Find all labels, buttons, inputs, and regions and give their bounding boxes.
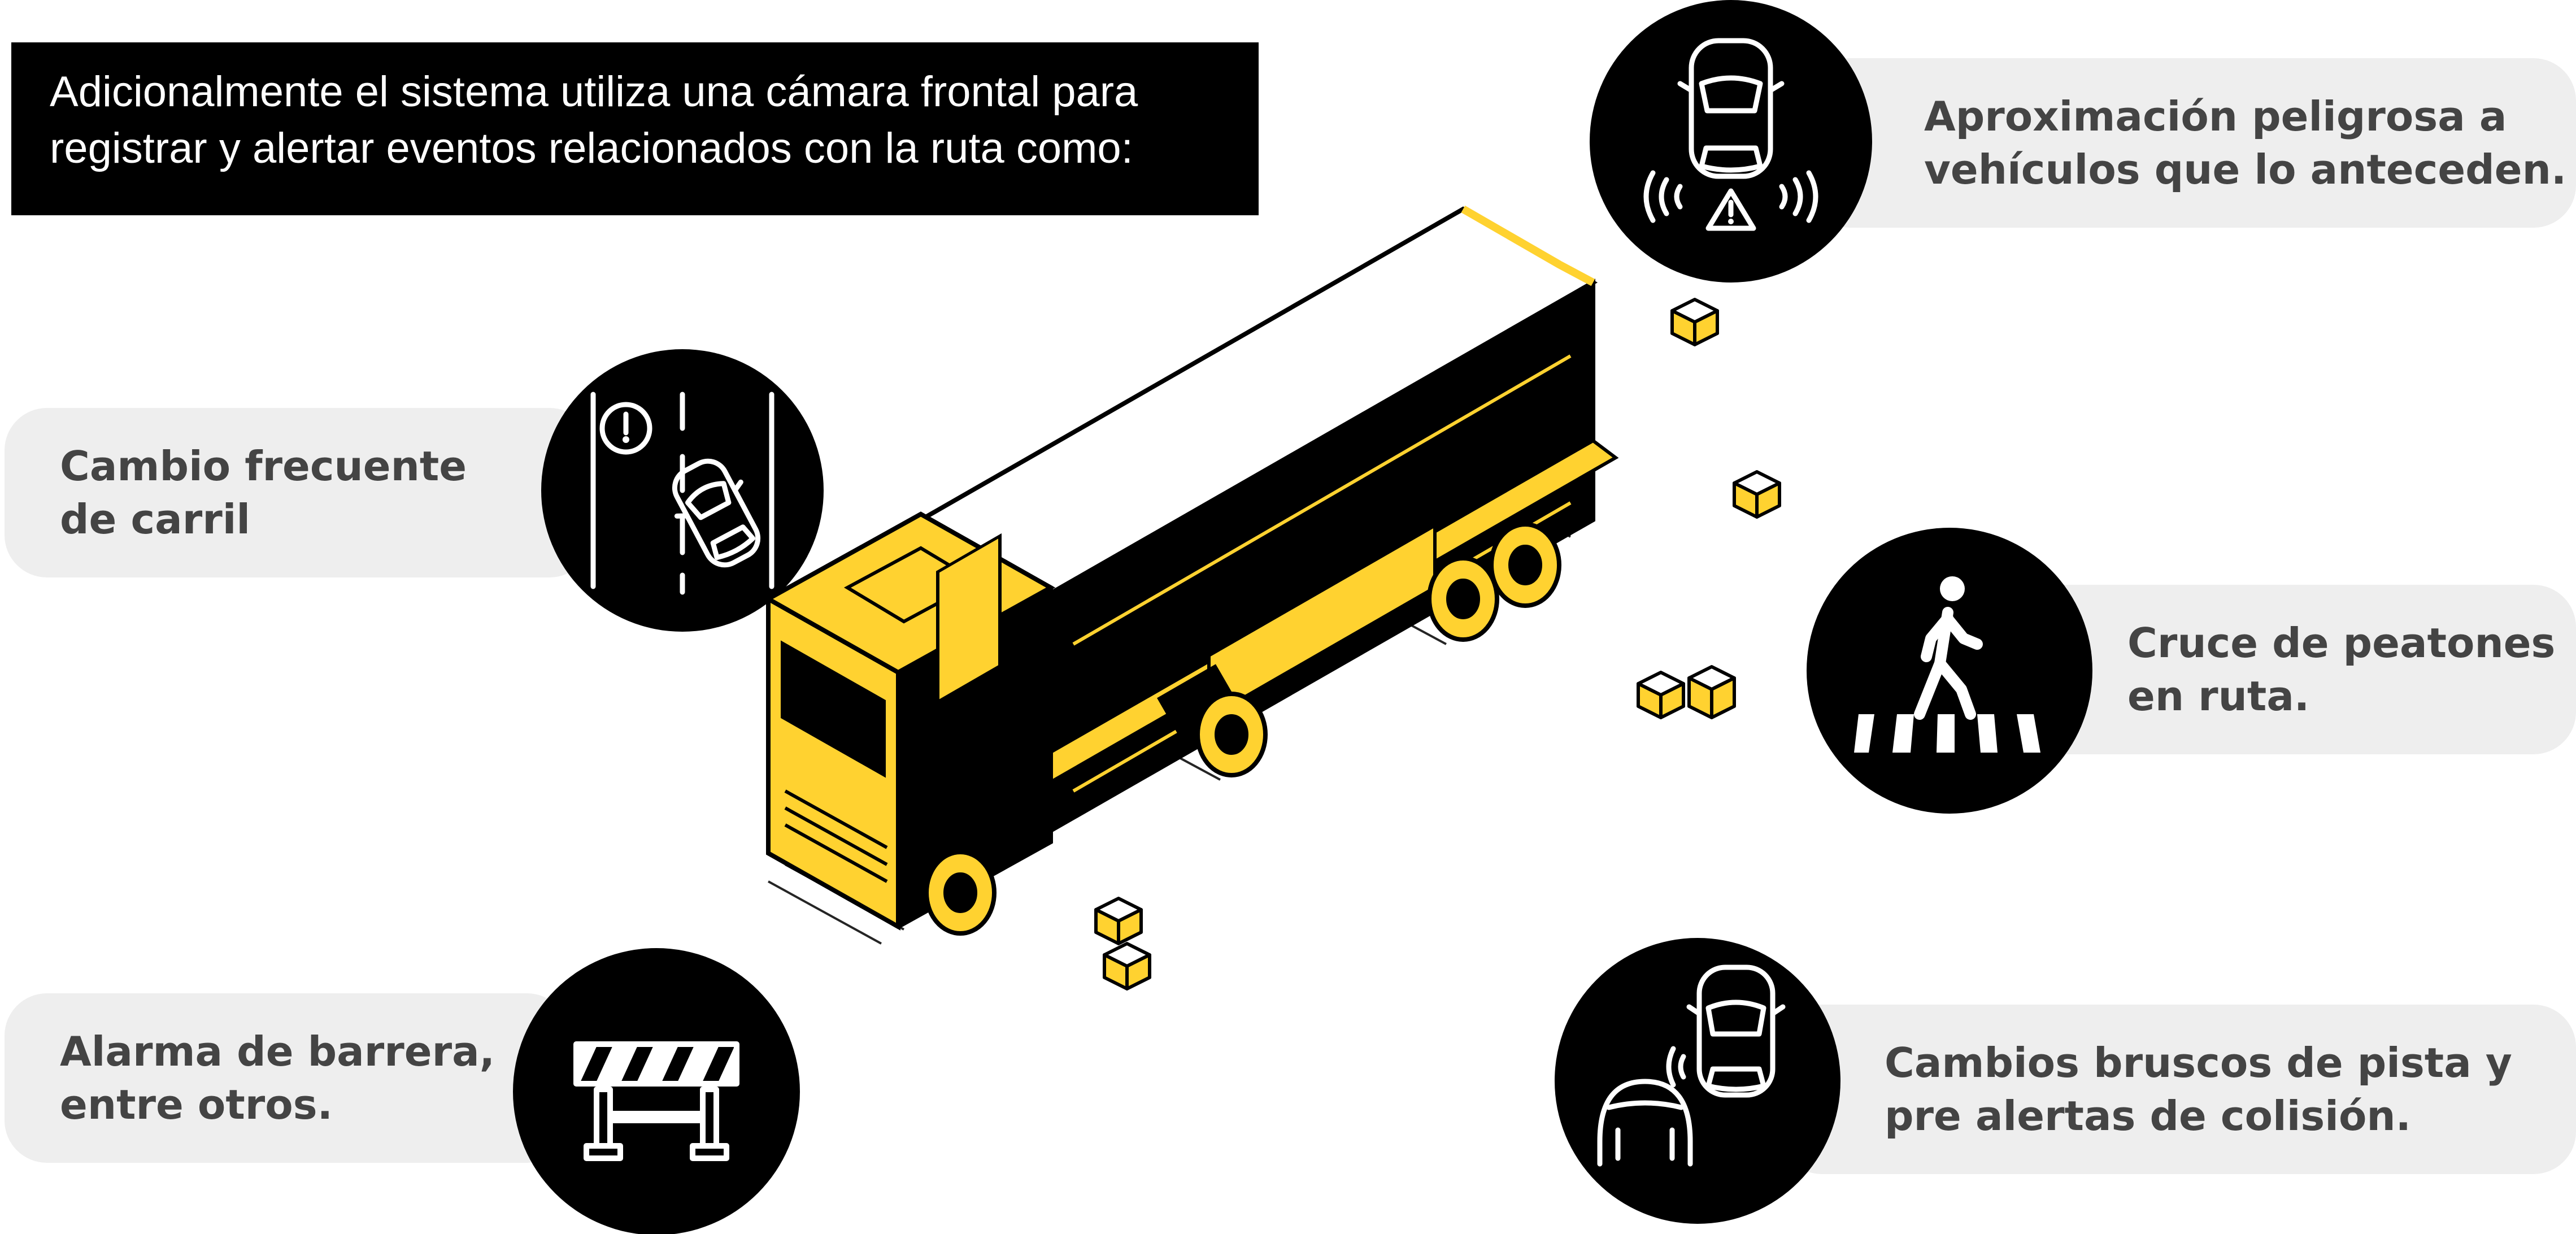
feature-lane-change: Cambio frecuente de carril	[5, 408, 592, 577]
intro-text-box: Adicionalmente el sistema utiliza una cá…	[11, 42, 1259, 215]
truck-illustration	[763, 205, 1619, 945]
collision-warning-icon	[1555, 938, 1840, 1224]
feature-pedestrian-line-2: en ruta.	[2127, 672, 2310, 720]
feature-barrier-alarm: Alarma de barrera, entre otros.	[5, 993, 569, 1163]
feature-front-line-1: Aproximación peligrosa a	[1924, 93, 2507, 140]
front-vehicle-warning-icon	[1590, 0, 1872, 283]
feature-barrier-line-2: entre otros.	[60, 1081, 333, 1128]
feature-lane-change-line-1: Cambio frecuente	[60, 442, 467, 490]
road-barrier-icon	[513, 948, 800, 1234]
feature-lane-change-line-2: de carril	[60, 496, 251, 543]
feature-pedestrian-line-1: Cruce de peatones	[2127, 619, 2556, 667]
feature-collision: Cambios bruscos de pista y pre alertas d…	[1779, 1005, 2576, 1174]
feature-collision-line-2: pre alertas de colisión.	[1885, 1092, 2412, 1140]
feature-pedestrian: Cruce de peatones en ruta.	[2000, 585, 2576, 754]
intro-line-1: Adicionalmente el sistema utiliza una cá…	[50, 68, 1138, 116]
pedestrian-crossing-icon	[1807, 528, 2092, 814]
lane-change-alert-icon	[541, 349, 824, 632]
feature-collision-line-1: Cambios bruscos de pista y	[1885, 1039, 2512, 1087]
feature-front-approach: Aproximación peligrosa a vehículos que l…	[1808, 58, 2576, 228]
feature-front-line-2: vehículos que lo anteceden.	[1924, 146, 2567, 193]
feature-barrier-line-1: Alarma de barrera,	[60, 1028, 495, 1075]
intro-line-2: registrar y alertar eventos relacionados…	[50, 124, 1133, 172]
